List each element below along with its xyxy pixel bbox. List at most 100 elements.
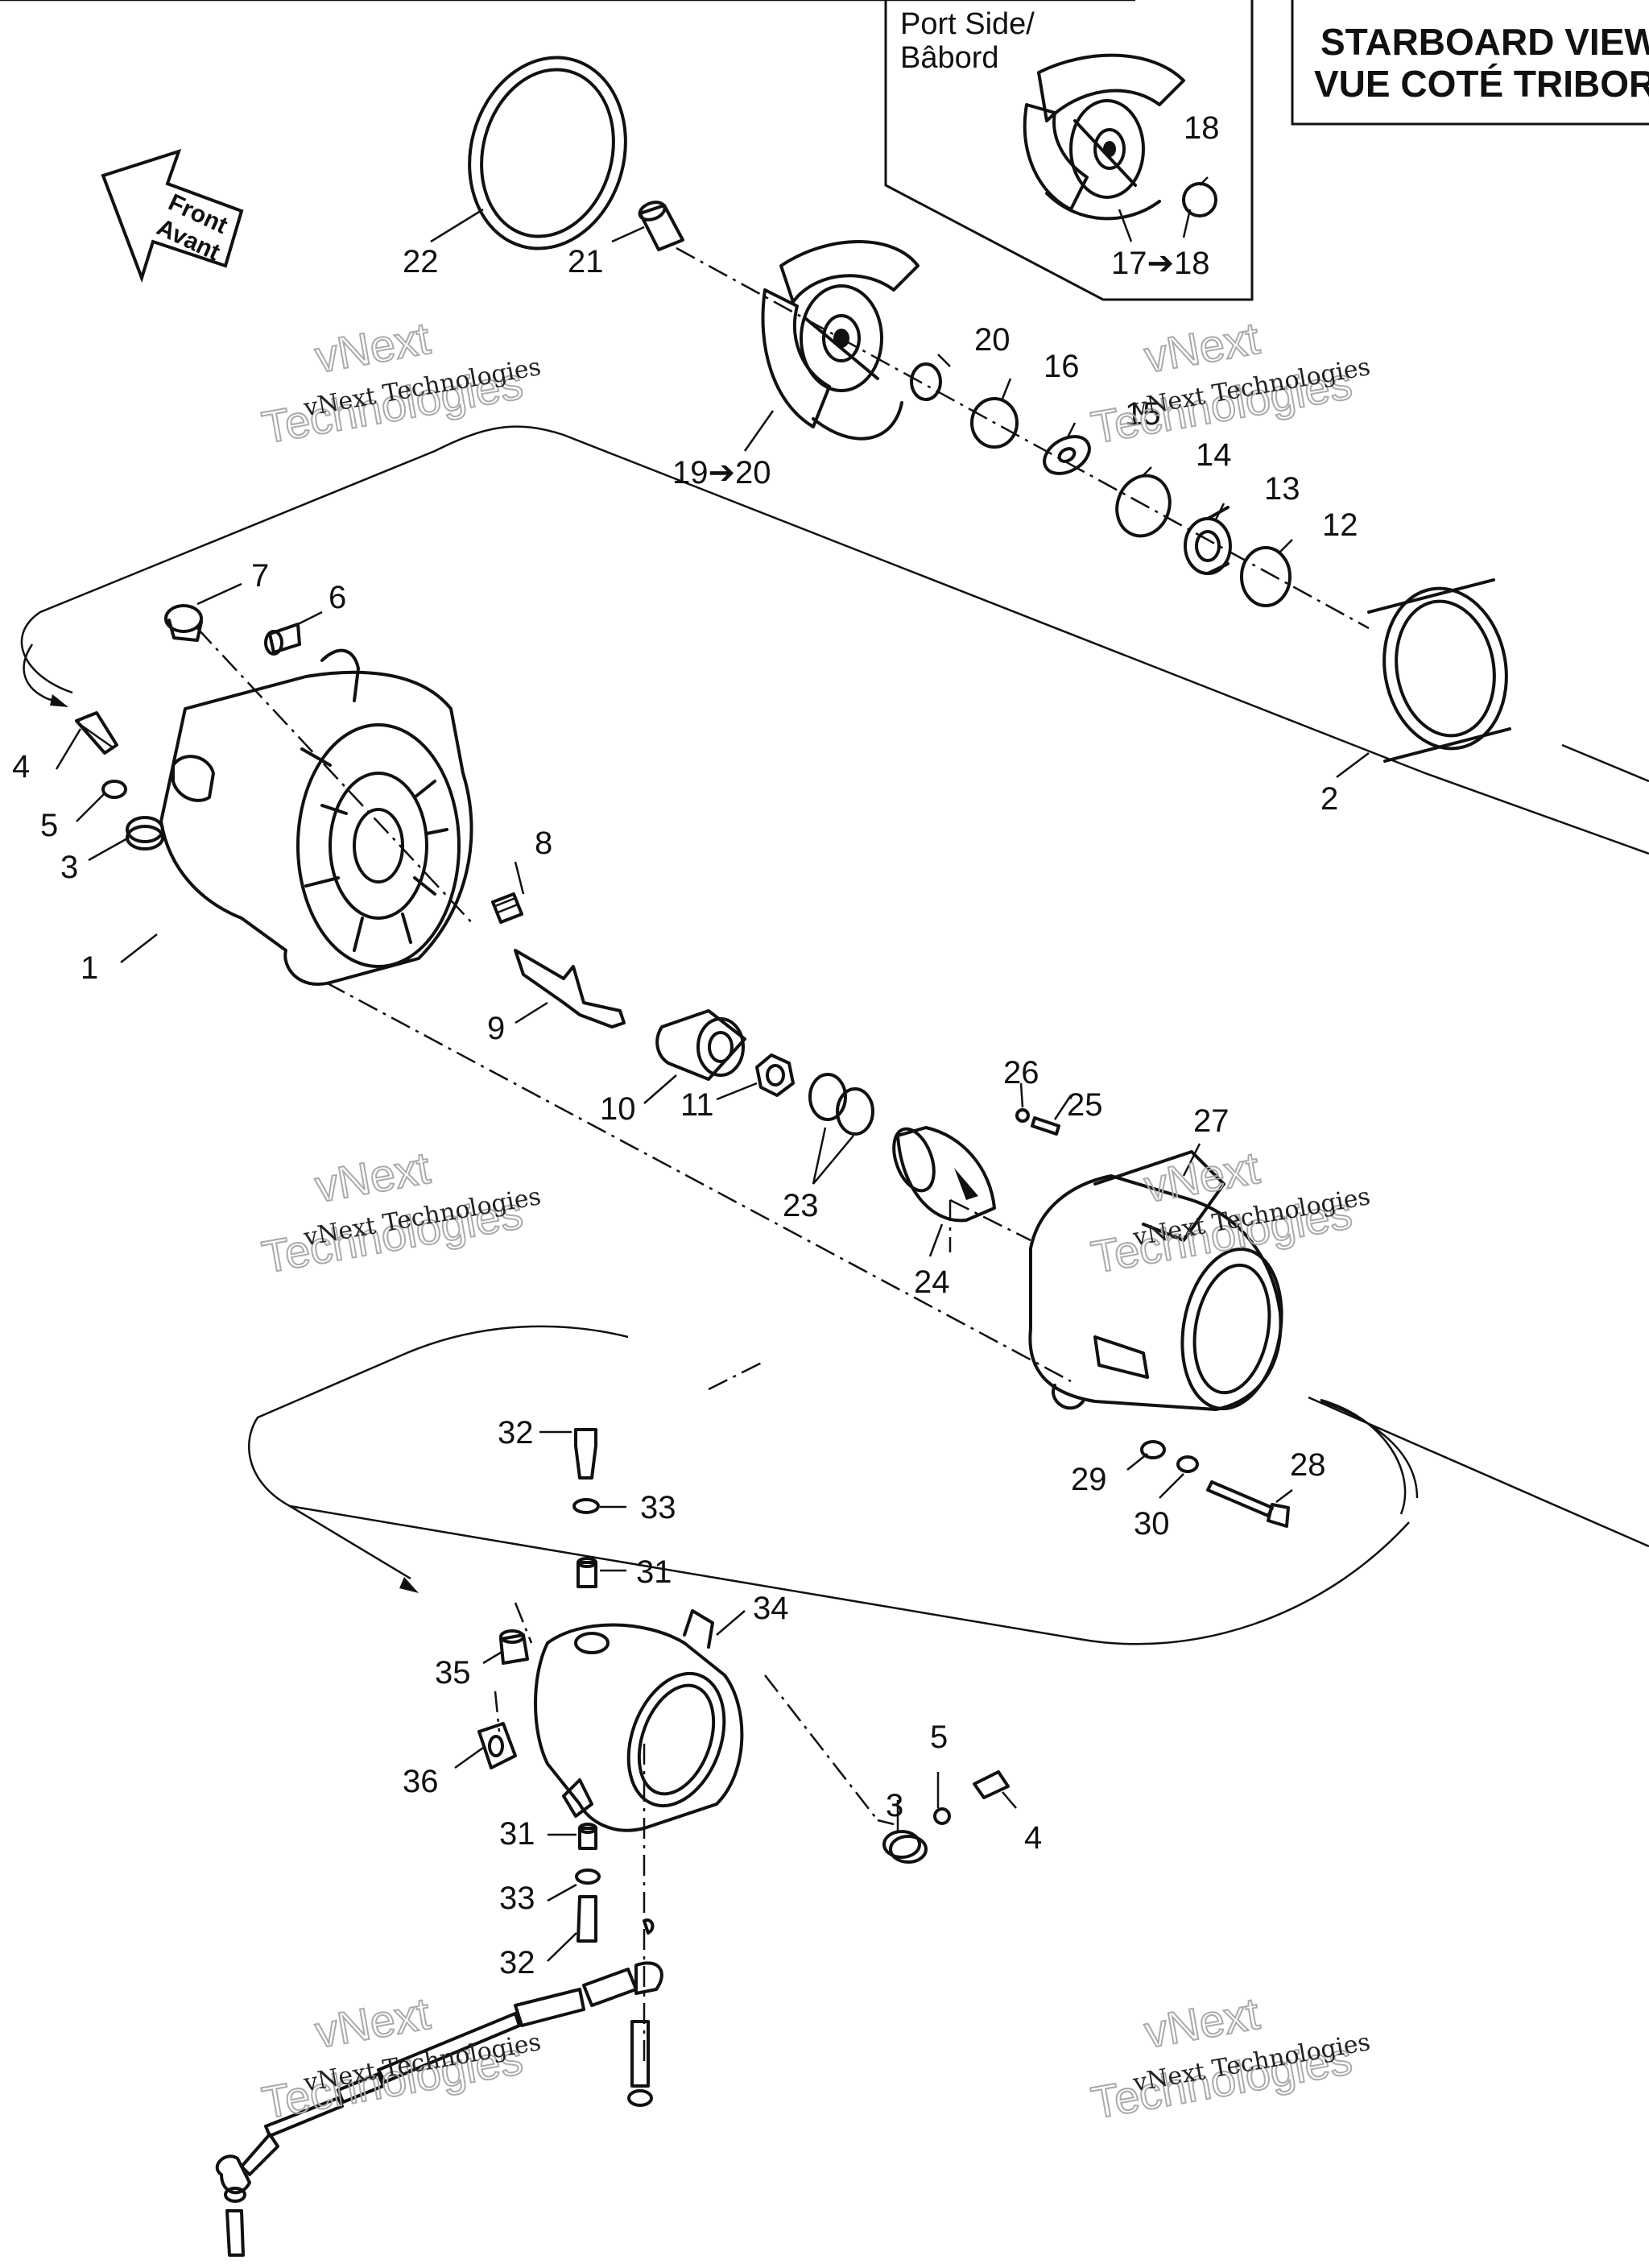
callout-25: 25	[1067, 1087, 1103, 1123]
part-31-bushing-upper	[577, 1557, 597, 1588]
callout-12: 12	[1322, 507, 1358, 543]
callout-10: 10	[600, 1091, 636, 1127]
callout-18: 18	[1184, 110, 1220, 146]
part-21-bushing	[638, 201, 684, 251]
watermark-5: vNext Technologies vNext Technologies	[258, 1987, 543, 2129]
axis-line-pump	[325, 981, 1072, 1383]
part-02-wear-ring	[1367, 578, 1511, 763]
title-line-2: VUE COTÉ TRIBORD	[1314, 63, 1649, 105]
part-29-washer	[1140, 1440, 1166, 1459]
callout-31-lower: 31	[499, 1816, 535, 1852]
callout-33-upper: 33	[640, 1490, 676, 1525]
callout-32-upper: 32	[498, 1415, 534, 1451]
title-box: STARBOARD VIEW VUE COTÉ TRIBORD	[1291, 0, 1649, 126]
part-05-washer-right	[933, 1807, 951, 1825]
part-07-nut	[164, 604, 203, 642]
svg-text:vNext: vNext	[312, 1142, 434, 1212]
lower-group-outline	[248, 1351, 1410, 1645]
callout-2: 2	[1320, 781, 1338, 817]
watermark-1: vNext Technologies vNext Technologies	[258, 312, 543, 454]
callout-28: 28	[1290, 1447, 1326, 1483]
steering-cable-assembly	[215, 1918, 663, 2257]
svg-text:vNext: vNext	[1141, 1988, 1263, 2058]
part-32-bolt-lower	[577, 1895, 597, 1943]
callout-3-right: 3	[886, 1788, 903, 1823]
callout-34: 34	[753, 1591, 789, 1626]
callout-20: 20	[974, 322, 1010, 358]
callout-29: 29	[1071, 1462, 1107, 1497]
callout-3: 3	[60, 850, 78, 885]
part-36-bracket	[477, 1722, 517, 1769]
inset-label-line-1: Port Side/	[900, 7, 1035, 41]
callout-8: 8	[535, 826, 552, 861]
inset-impeller-icon	[1023, 53, 1185, 221]
part-32-bolt-upper	[574, 1428, 597, 1480]
inset-o-ring-icon	[1182, 182, 1217, 217]
part-06-bushing	[264, 623, 301, 656]
part-13-bearing	[1184, 506, 1232, 575]
callout-5: 5	[40, 808, 58, 843]
part-33-washer-upper	[572, 1498, 600, 1514]
callout-30: 30	[1134, 1506, 1170, 1542]
part-23-o-rings	[808, 1073, 874, 1136]
callout-19: 19➔20	[672, 455, 771, 490]
part-05-washer	[101, 780, 127, 799]
part-26-washer	[1015, 1108, 1030, 1123]
part-22-ring	[468, 56, 627, 250]
callout-4: 4	[12, 749, 30, 784]
callout-9: 9	[487, 1011, 505, 1046]
part-15-washer	[1043, 435, 1091, 475]
callout-11: 11	[680, 1087, 714, 1123]
part-28-bolt	[1206, 1480, 1290, 1528]
inset-label-line-2: Bâbord	[900, 41, 999, 75]
part-04-bolt	[75, 711, 118, 755]
part-14-ring	[1115, 474, 1172, 538]
watermark-6: vNext Technologies vNext Technologies	[1087, 1987, 1373, 2129]
port-side-inset: Port Side/ Bâbord	[884, 0, 1254, 301]
svg-text:vNext: vNext	[312, 312, 434, 383]
part-09-shaft	[514, 949, 626, 1028]
part-31-bushing-lower	[578, 1823, 597, 1850]
callout-26: 26	[1003, 1055, 1039, 1091]
callout-21: 21	[568, 244, 604, 279]
front-direction-arrow: Front Avant	[101, 148, 244, 284]
part-25-screw	[1031, 1116, 1060, 1136]
callout-13: 13	[1264, 471, 1300, 507]
part-11-nut	[755, 1053, 795, 1097]
callout-35: 35	[435, 1655, 471, 1691]
upper-group-outline	[20, 425, 1649, 855]
part-03-grommet-right	[882, 1830, 928, 1864]
part-03-grommet	[126, 816, 164, 850]
svg-text:vNext: vNext	[312, 1988, 434, 2058]
part-12-o-ring	[1240, 546, 1292, 607]
leader-lines	[0, 0, 1370, 1962]
part-30-lock-washer	[1176, 1455, 1199, 1473]
callout-1: 1	[81, 950, 98, 986]
callout-36: 36	[403, 1764, 439, 1799]
callout-32-lower: 32	[499, 1945, 535, 1980]
part-27-venturi	[1028, 1150, 1283, 1411]
callout-14: 14	[1196, 437, 1232, 473]
callout-31-upper: 31	[636, 1554, 672, 1590]
part-24-cone	[892, 1126, 996, 1223]
svg-text:vNext: vNext	[1141, 312, 1263, 383]
part-04-bolt-right	[973, 1770, 1010, 1799]
callout-4-right: 4	[1024, 1820, 1042, 1856]
part-35-bushing	[499, 1629, 529, 1665]
callout-labels: 1 2 3 3 4 4 5 5 6 7 8 9 10 11 12 13 14 1…	[12, 110, 1358, 1980]
part-20-o-ring	[910, 362, 942, 401]
part-33-washer-lower	[575, 1869, 601, 1885]
watermark-4: vNext Technologies vNext Technologies	[1087, 1141, 1373, 1284]
callout-23: 23	[783, 1188, 819, 1223]
callout-15: 15	[1125, 396, 1161, 432]
part-10-bearing	[655, 1009, 746, 1081]
svg-text:vNext: vNext	[1141, 1142, 1263, 1212]
watermark-2: vNext Technologies vNext Technologies	[1087, 312, 1373, 454]
part-01-pump-housing	[159, 648, 473, 986]
part-16-circlip	[970, 397, 1019, 449]
callout-17: 17➔18	[1111, 246, 1210, 281]
callout-5-right: 5	[930, 1720, 948, 1755]
callout-16: 16	[1044, 349, 1080, 384]
callout-6: 6	[329, 580, 346, 615]
